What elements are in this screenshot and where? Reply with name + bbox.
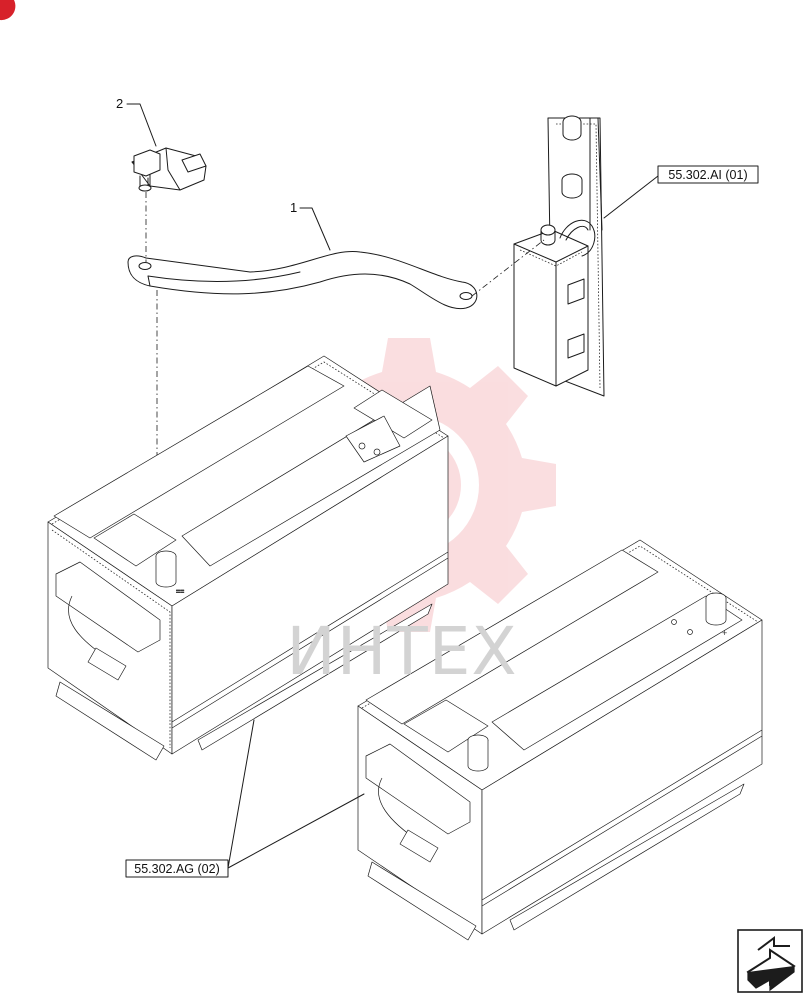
callout-2: 2: [116, 96, 123, 111]
watermark-text: ИНТЕХ: [286, 613, 517, 690]
svg-text:==: ==: [176, 589, 184, 596]
red-circle-corner-icon: [0, 0, 16, 21]
battery-strap: [127, 251, 478, 310]
terminal-clamp: [131, 147, 207, 192]
ref-label-top: 55.302.AI (01): [668, 168, 747, 182]
ref-box-bottom[interactable]: 55.302.AG (02): [125, 859, 229, 878]
callout-1: 1: [290, 200, 297, 215]
mounting-bracket: [513, 115, 605, 397]
ref-label-bottom: 55.302.AG (02): [134, 862, 219, 876]
svg-text:+: +: [722, 628, 727, 638]
battery-upper: ==: [47, 355, 449, 761]
alignment-line-bracket: [471, 239, 545, 297]
next-page-arrow-icon[interactable]: [737, 929, 803, 993]
battery-lower: +: [357, 539, 763, 941]
ref-box-top[interactable]: 55.302.AI (01): [657, 165, 759, 184]
